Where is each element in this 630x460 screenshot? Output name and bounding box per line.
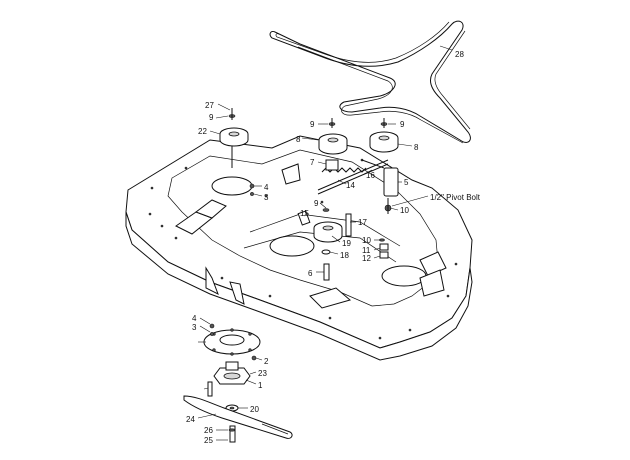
label-25: 27 (205, 101, 214, 110)
label-12: 12 (362, 254, 371, 263)
label-9d: 9 (314, 199, 319, 208)
label-14: 15 (300, 209, 309, 218)
idler-spring (321, 167, 367, 173)
label-19: 20 (250, 405, 259, 414)
label-17: 18 (340, 251, 349, 260)
label-6: 6 (308, 269, 313, 278)
mower-blade (183, 395, 293, 439)
leader-lines (197, 45, 453, 441)
label-11: 11 (362, 246, 371, 255)
idler-arm-assembly (317, 159, 399, 214)
label-7: 7 (310, 158, 315, 167)
label-16: 17 (358, 218, 367, 227)
right-hardware-stack (379, 238, 389, 259)
label-8b: 8 (414, 143, 419, 152)
label-26: 28 (455, 50, 464, 59)
label-5: 5 (404, 178, 409, 187)
label-9b: 9 (310, 120, 315, 129)
label-4a: 4 (264, 183, 269, 192)
part-labels: 28 27 9 22 9 8 9 8 7 16 5 14 1/2" Pivot … (186, 50, 481, 445)
left-fasteners (249, 183, 255, 196)
left-spindle-pulley (219, 108, 249, 168)
pivot-bolt-note: 1/2" Pivot Bolt (430, 193, 481, 202)
label-2: 2 (264, 357, 269, 366)
lower-fasteners (209, 323, 257, 361)
label-23: 25 (204, 436, 213, 445)
spindle-housing (207, 361, 251, 397)
idler-pulley-right (369, 118, 399, 153)
label-21: 23 (258, 369, 267, 378)
idler-pulley-left (318, 118, 348, 171)
label-3a: 3 (264, 193, 269, 202)
label-24: 26 (204, 426, 213, 435)
label-20: 22 (198, 127, 207, 136)
label-3b: 3 (192, 323, 197, 332)
label-15: 16 (366, 171, 375, 180)
label-9a: 9 (209, 113, 214, 122)
label-8a: 8 (296, 135, 301, 144)
label-22: 24 (186, 415, 195, 424)
label-4b: 4 (192, 314, 197, 323)
label-10b: 10 (362, 236, 371, 245)
blade-bolt (228, 425, 236, 443)
spindle-mount-plate (203, 328, 261, 356)
label-18: 19 (342, 239, 351, 248)
label-1: 1 (258, 381, 263, 390)
drive-belt (269, 20, 471, 144)
label-10a: 10 (400, 206, 409, 215)
label-13: 14 (346, 181, 355, 190)
mower-deck (125, 135, 473, 361)
label-9c: 9 (400, 120, 405, 129)
